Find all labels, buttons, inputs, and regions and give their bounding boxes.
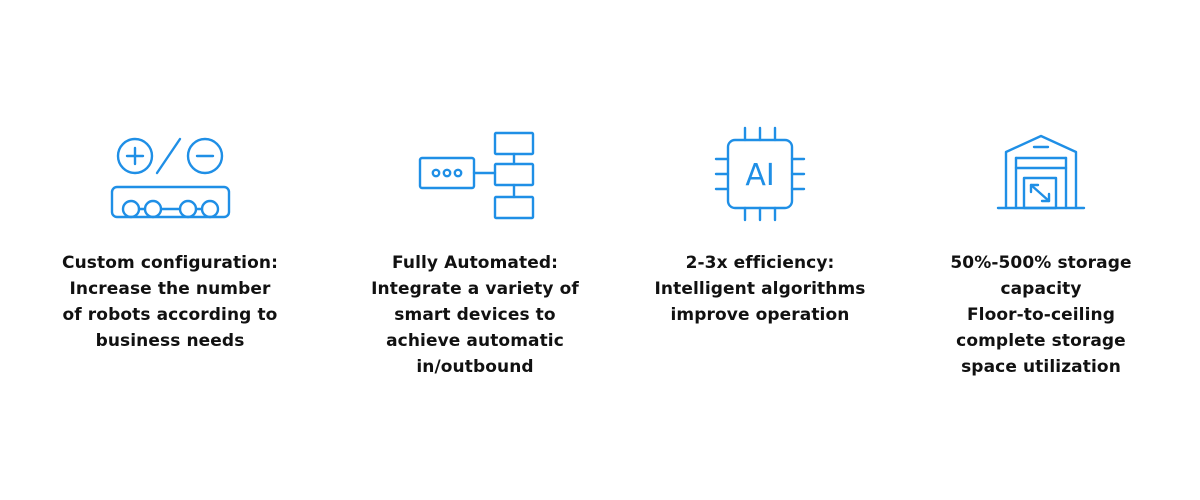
automation-flow-icon xyxy=(418,131,535,220)
feature-text-line: Intelligent algorithms xyxy=(654,279,866,299)
warehouse-storage-icon xyxy=(996,134,1086,210)
feature-description: Custom configuration: Increase the numbe… xyxy=(62,250,278,354)
feature-custom-configuration: Custom configuration: Increase the numbe… xyxy=(40,128,300,354)
feature-text-line: business needs xyxy=(95,331,245,351)
feature-title: Custom configuration: xyxy=(62,253,278,273)
ai-chip-icon: AI xyxy=(714,126,806,222)
feature-storage-capacity: 50%-500% storage capacity Floor-to-ceili… xyxy=(911,128,1171,380)
feature-description: Fully Automated: Integrate a variety of … xyxy=(371,250,579,380)
feature-text-line: Integrate a variety of xyxy=(371,279,579,299)
feature-text-line: Increase the number xyxy=(69,279,271,299)
robot-configuration-icon xyxy=(110,137,231,219)
feature-efficiency: AI 2-3x efficiency: Intelligent algorith… xyxy=(630,126,890,328)
feature-text-line: smart devices to xyxy=(394,305,556,325)
feature-text-line: achieve automatic xyxy=(386,331,564,351)
feature-text-line: of robots according to xyxy=(62,305,278,325)
ai-chip-label: AI xyxy=(745,158,774,193)
feature-title: 50%-500% storage xyxy=(950,253,1132,273)
feature-description: 2-3x efficiency: Intelligent algorithms … xyxy=(654,250,865,328)
feature-text-line: in/outbound xyxy=(416,357,534,377)
feature-text-line: complete storage xyxy=(956,331,1126,351)
feature-description: 50%-500% storage capacity Floor-to-ceili… xyxy=(950,250,1131,380)
feature-title: Fully Automated: xyxy=(392,253,558,273)
feature-text-line: improve operation xyxy=(670,305,850,325)
feature-title: 2-3x efficiency: xyxy=(685,253,835,273)
feature-text-line: space utilization xyxy=(961,357,1121,377)
feature-fully-automated: Fully Automated: Integrate a variety of … xyxy=(345,128,605,380)
feature-text-line: capacity xyxy=(1000,279,1082,299)
feature-text-line: Floor-to-ceiling xyxy=(966,305,1116,325)
